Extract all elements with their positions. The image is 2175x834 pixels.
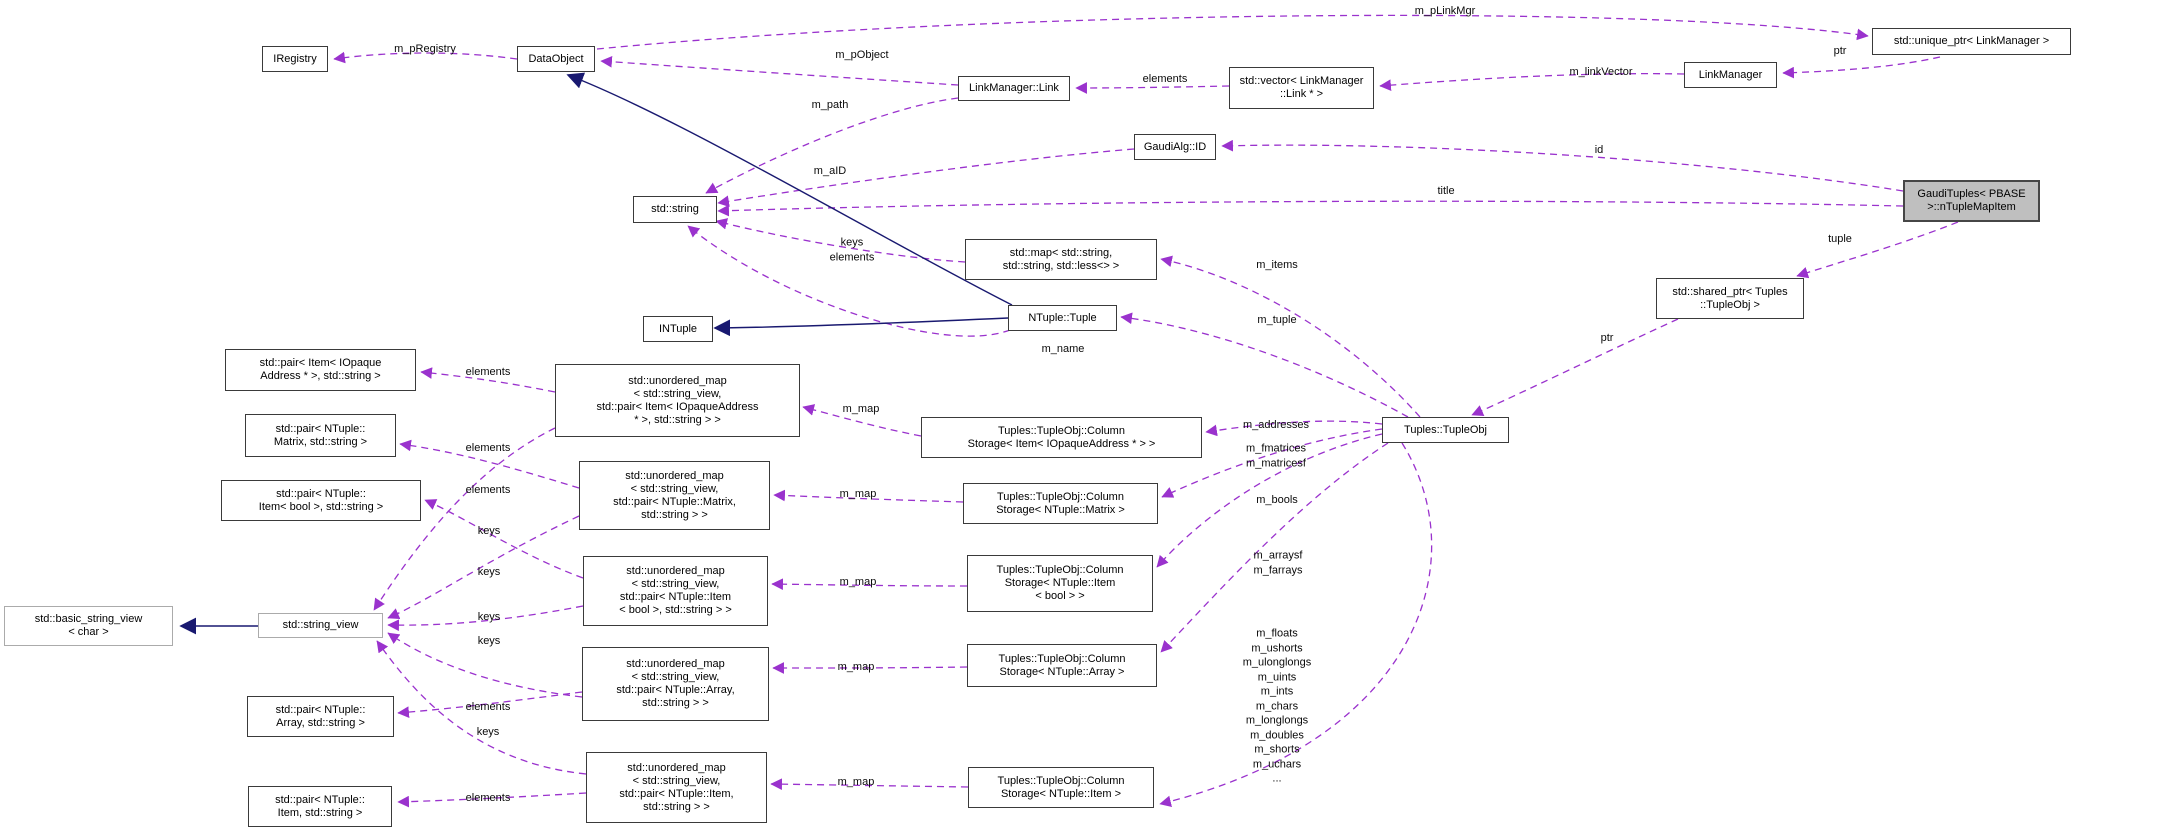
node-pair-matrix[interactable]: std::pair< NTuple:: Matrix, std::string …: [245, 414, 396, 457]
node-colstorage-array[interactable]: Tuples::TupleObj::Column Storage< NTuple…: [967, 644, 1157, 687]
edge-label-elements-array: elements: [465, 700, 511, 713]
edge-label-keys-5: keys: [476, 725, 500, 738]
edge-label-m-path: m_path: [811, 98, 849, 111]
node-pair-array[interactable]: std::pair< NTuple:: Array, std::string >: [247, 696, 394, 737]
node-colstorage-item[interactable]: Tuples::TupleObj::Column Storage< NTuple…: [968, 767, 1154, 808]
edge-label-keys-4: keys: [477, 634, 501, 647]
edge-label-m-map-matrix: m_map: [839, 487, 877, 500]
edge-label-id: id: [1594, 143, 1604, 156]
edge-label-m-pobject: m_pObject: [835, 48, 889, 61]
node-intuple[interactable]: INTuple: [643, 316, 713, 342]
node-gaudialg-id[interactable]: GaudiAlg::ID: [1134, 134, 1216, 160]
edge-label-title: title: [1437, 184, 1455, 197]
edge-label-m-arraysf: m_arraysf m_farrays: [1253, 549, 1303, 577]
edge-label-m-map-array: m_map: [837, 660, 875, 673]
node-gaudituples-ntuplemapitem: GaudiTuples< PBASE >::nTupleMapItem: [1903, 180, 2040, 222]
node-pair-item-iopaque[interactable]: std::pair< Item< IOpaque Address * >, st…: [225, 349, 416, 391]
edge-label-m-pregistry: m_pRegistry: [394, 42, 456, 55]
edge-label-m-linkvector: m_linkVector: [1569, 65, 1633, 78]
edge-label-ptr-unique: ptr: [1833, 44, 1847, 57]
edge-label-m-map-iopaque: m_map: [842, 402, 880, 415]
node-umap-iopaque[interactable]: std::unordered_map < std::string_view, s…: [555, 364, 800, 437]
edge-label-m-items: m_items: [1256, 258, 1298, 271]
edge-label-m-floats-list: m_floats m_ushorts m_ulonglongs m_uints …: [1242, 627, 1312, 785]
edge-label-elements-bool: elements: [465, 483, 511, 496]
node-basic-string-view[interactable]: std::basic_string_view < char >: [4, 606, 173, 646]
edge-label-keys-3: keys: [477, 610, 501, 623]
edge-label-m-tuple: m_tuple: [1257, 313, 1297, 326]
node-std-string[interactable]: std::string: [633, 196, 717, 223]
node-tuples-tupleobj[interactable]: Tuples::TupleObj: [1382, 417, 1509, 443]
edge-label-m-fmatrices: m_fmatrices m_matricesf: [1246, 442, 1306, 470]
edge-label-ptr-shared: ptr: [1600, 331, 1614, 344]
node-ntuple-tuple[interactable]: NTuple::Tuple: [1008, 305, 1117, 331]
node-std-map[interactable]: std::map< std::string, std::string, std:…: [965, 239, 1157, 280]
node-colstorage-iopaque[interactable]: Tuples::TupleObj::Column Storage< Item< …: [921, 417, 1202, 458]
node-umap-array[interactable]: std::unordered_map < std::string_view, s…: [582, 647, 769, 721]
edge-label-elements-link: elements: [1142, 72, 1188, 85]
edge-label-m-map-bool: m_map: [839, 575, 877, 588]
edge-label-elements-iopaque: elements: [465, 365, 511, 378]
node-dataobject[interactable]: DataObject: [517, 46, 595, 72]
edge-label-keys-2: keys: [477, 565, 501, 578]
edge-label-keys-elements: keys elements: [829, 236, 875, 264]
node-shared-ptr-tupleobj[interactable]: std::shared_ptr< Tuples ::TupleObj >: [1656, 278, 1804, 319]
edge-label-m-map-item: m_map: [837, 775, 875, 788]
edge-label-m-bools: m_bools: [1256, 493, 1298, 506]
node-umap-item-bool[interactable]: std::unordered_map < std::string_view, s…: [583, 556, 768, 626]
node-iregistry[interactable]: IRegistry: [262, 46, 328, 72]
node-umap-matrix[interactable]: std::unordered_map < std::string_view, s…: [579, 461, 770, 530]
node-linkmanager[interactable]: LinkManager: [1684, 62, 1777, 88]
node-unique-ptr-linkmanager[interactable]: std::unique_ptr< LinkManager >: [1872, 28, 2071, 55]
node-umap-item[interactable]: std::unordered_map < std::string_view, s…: [586, 752, 767, 823]
node-pair-item[interactable]: std::pair< NTuple:: Item, std::string >: [248, 786, 392, 827]
edge-label-keys-1: keys: [477, 524, 501, 537]
node-linkmanager-link[interactable]: LinkManager::Link: [958, 76, 1070, 101]
edge-label-tuple: tuple: [1828, 232, 1852, 245]
node-vector-linkmanager-link[interactable]: std::vector< LinkManager ::Link * >: [1229, 67, 1374, 109]
edge-label-m-plinkmgr: m_pLinkMgr: [1414, 4, 1476, 17]
edge-label-elements-matrix: elements: [465, 441, 511, 454]
node-string-view[interactable]: std::string_view: [258, 613, 383, 638]
node-colstorage-item-bool[interactable]: Tuples::TupleObj::Column Storage< NTuple…: [967, 555, 1153, 612]
edge-label-m-aid: m_aID: [813, 164, 847, 177]
node-colstorage-matrix[interactable]: Tuples::TupleObj::Column Storage< NTuple…: [963, 483, 1158, 524]
edge-label-m-name: m_name: [1041, 342, 1085, 355]
edge-label-elements-item: elements: [465, 791, 511, 804]
node-pair-item-bool[interactable]: std::pair< NTuple:: Item< bool >, std::s…: [221, 480, 421, 521]
edge-label-m-addresses: m_addresses: [1242, 418, 1310, 431]
